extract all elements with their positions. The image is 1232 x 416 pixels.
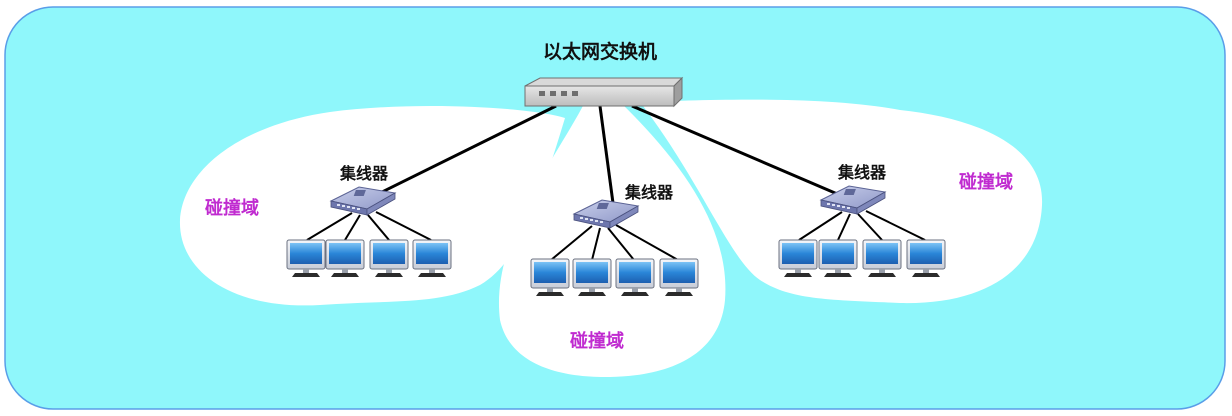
hub-label-center: 集线器	[624, 183, 674, 202]
hub-label-right: 集线器	[837, 163, 887, 182]
hub-left-links	[306, 211, 432, 241]
switch-uplinks	[379, 104, 843, 204]
hub-group-right: 集线器 碰撞域	[778, 163, 1013, 278]
collision-domain-label-center: 碰撞域	[570, 330, 624, 352]
switch-label: 以太网交换机	[543, 40, 657, 63]
hub-label-left: 集线器	[339, 164, 389, 183]
hub-center-links	[550, 224, 679, 261]
ethernet-switch-icon	[524, 76, 684, 108]
hub-group-left: 集线器 碰撞域	[205, 164, 452, 278]
hub-group-center: 集线器 碰撞域	[530, 183, 699, 352]
collision-domain-label-left: 碰撞域	[205, 197, 259, 219]
collision-domain-center	[498, 93, 726, 378]
uplink-right	[631, 104, 843, 198]
collision-domain-label-right: 碰撞域	[959, 171, 1013, 193]
hub-right-links	[798, 210, 926, 241]
uplink-center	[598, 105, 615, 204]
ethernet-switch: 以太网交换机	[524, 40, 684, 108]
uplink-left	[379, 104, 557, 195]
